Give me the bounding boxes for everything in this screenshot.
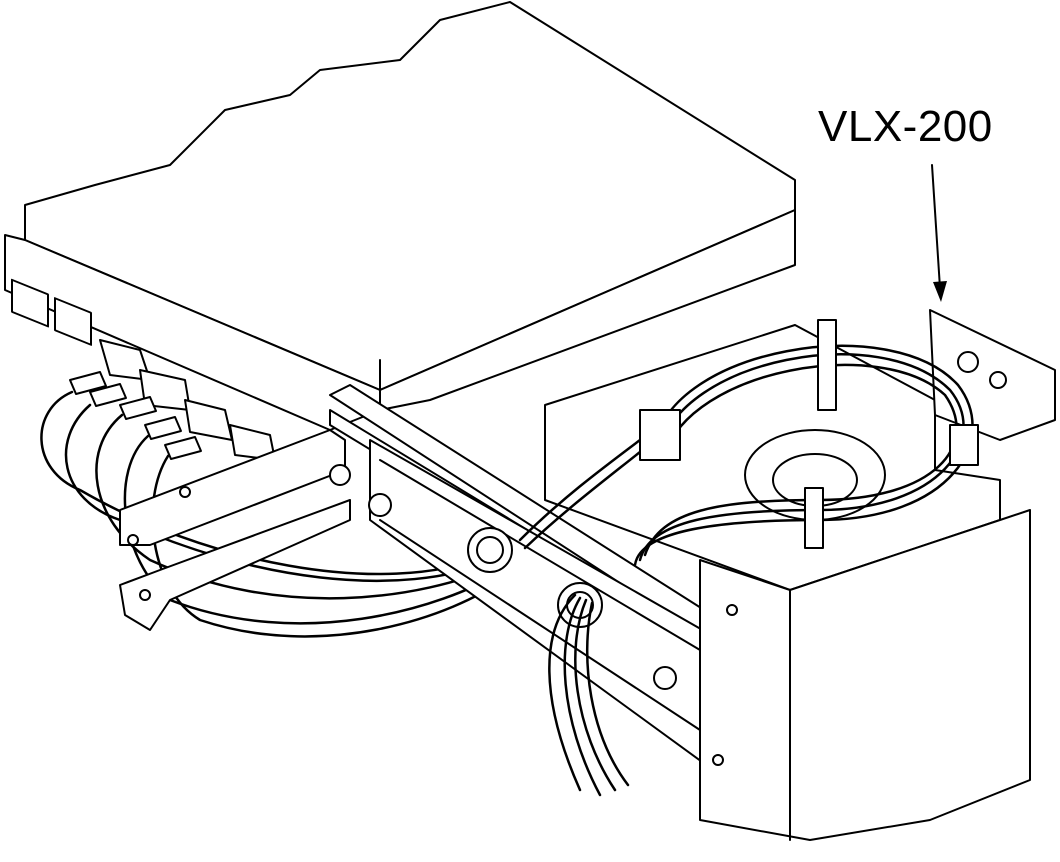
network-ports [11, 278, 92, 346]
mounting-bracket-left [119, 429, 351, 631]
model-label: VLX-200 [818, 102, 993, 151]
coiled-fiber-loop [518, 319, 979, 567]
front-panel [329, 384, 751, 776]
chassis [4, 1, 796, 431]
wire-bundle-front [548, 593, 630, 797]
callout-arrow [931, 164, 947, 302]
fiber-connectors [69, 339, 276, 461]
